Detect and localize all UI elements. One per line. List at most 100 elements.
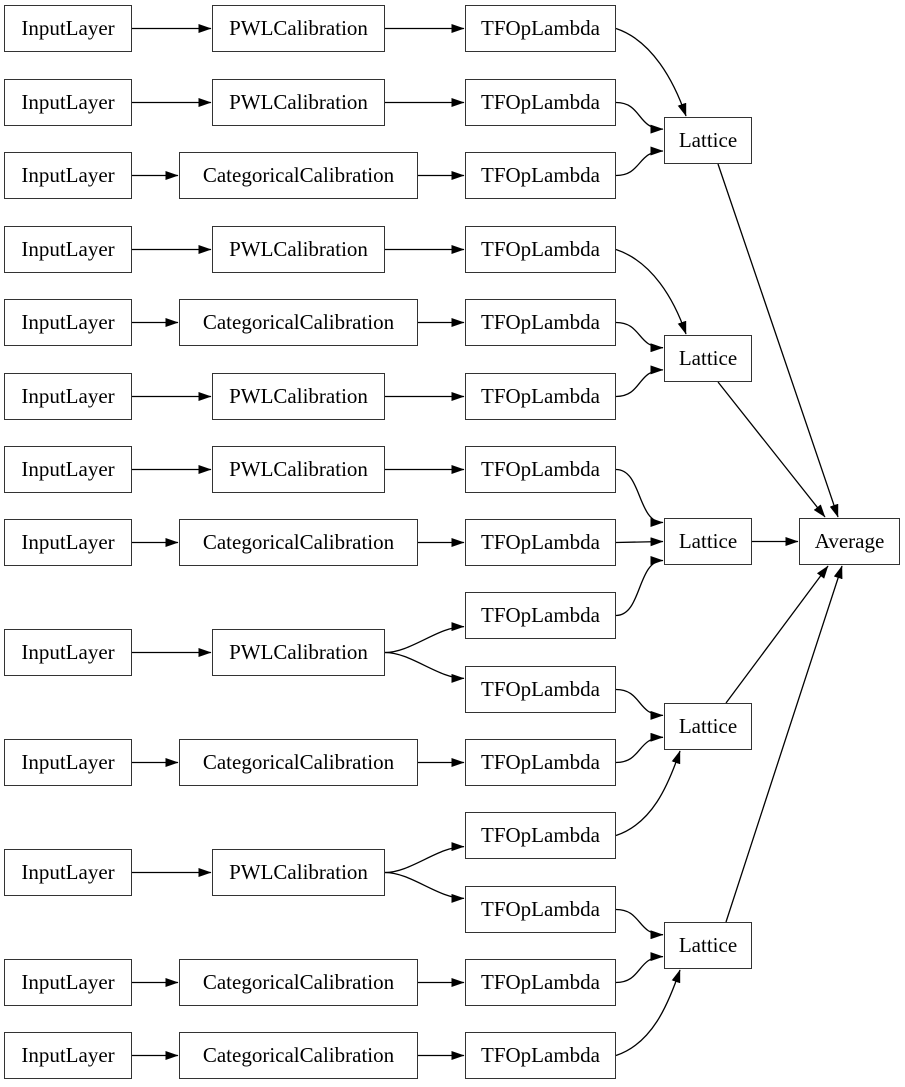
pwl-calibration-node-cal1: PWLCalibration	[212, 5, 385, 52]
lattice-node-lat2: Lattice	[664, 335, 752, 382]
edge-lat1-avg	[717, 163, 839, 518]
tfop-lambda-node-tf6: TFOpLambda	[465, 373, 616, 420]
node-label: PWLCalibration	[229, 384, 368, 408]
input-layer-node-in4: InputLayer	[4, 226, 132, 273]
edge-lat4-avg	[725, 565, 829, 704]
input-layer-node-in1: InputLayer	[4, 5, 132, 52]
edge-lat5-avg	[725, 565, 843, 923]
node-label: CategoricalCalibration	[202, 163, 395, 187]
node-label: Average	[814, 529, 885, 553]
node-label: TFOpLambda	[481, 603, 600, 627]
node-label: InputLayer	[21, 457, 115, 481]
tfop-lambda-node-tf11: TFOpLambda	[465, 739, 616, 786]
edge-tf6-lat2	[615, 365, 664, 398]
edge-tf10-lat4	[615, 688, 664, 720]
edge-tf5-lat2	[615, 321, 664, 353]
node-label: InputLayer	[21, 16, 115, 40]
node-label: TFOpLambda	[481, 237, 600, 261]
average-node-avg: Average	[799, 518, 900, 565]
edge-cal9-tf10	[384, 651, 465, 683]
lattice-node-lat5: Lattice	[664, 922, 752, 969]
edge-tf7-lat3	[615, 468, 664, 527]
node-label: TFOpLambda	[481, 310, 600, 334]
node-label: PWLCalibration	[229, 16, 368, 40]
tfop-lambda-node-tf7: TFOpLambda	[465, 446, 616, 493]
tfop-lambda-node-tf8: TFOpLambda	[465, 519, 616, 566]
node-label: Lattice	[678, 933, 738, 957]
node-label: CategoricalCalibration	[202, 750, 395, 774]
input-layer-node-in5: InputLayer	[4, 299, 132, 346]
node-label: InputLayer	[21, 860, 115, 884]
tfop-lambda-node-tf5: TFOpLambda	[465, 299, 616, 346]
node-label: TFOpLambda	[481, 970, 600, 994]
edge-cal11-tf13	[384, 871, 465, 903]
node-label: InputLayer	[21, 970, 115, 994]
pwl-calibration-node-cal11: PWLCalibration	[212, 849, 385, 896]
node-label: TFOpLambda	[481, 530, 600, 554]
tfop-lambda-node-tf14: TFOpLambda	[465, 959, 616, 1006]
edge-lat2-avg	[717, 381, 826, 518]
edge-tf15-lat5	[615, 969, 681, 1057]
node-label: PWLCalibration	[229, 640, 368, 664]
pwl-calibration-node-cal4: PWLCalibration	[212, 226, 385, 273]
node-label: InputLayer	[21, 750, 115, 774]
node-label: TFOpLambda	[481, 384, 600, 408]
node-label: TFOpLambda	[481, 677, 600, 701]
node-label: CategoricalCalibration	[202, 310, 395, 334]
input-layer-node-in9: InputLayer	[4, 629, 132, 676]
tfop-lambda-node-tf2: TFOpLambda	[465, 79, 616, 126]
node-label: PWLCalibration	[229, 457, 368, 481]
categorical-calibration-node-cal8: CategoricalCalibration	[179, 519, 418, 566]
node-label: CategoricalCalibration	[202, 530, 395, 554]
categorical-calibration-node-cal13: CategoricalCalibration	[179, 1032, 418, 1079]
pwl-calibration-node-cal7: PWLCalibration	[212, 446, 385, 493]
edge-tf2-lat1	[615, 101, 664, 134]
node-label: Lattice	[678, 128, 738, 152]
tfop-lambda-node-tf1: TFOpLambda	[465, 5, 616, 52]
edge-tf1-lat1	[615, 27, 687, 117]
categorical-calibration-node-cal5: CategoricalCalibration	[179, 299, 418, 346]
edge-tf9-lat3	[615, 556, 664, 617]
lattice-node-lat3: Lattice	[664, 518, 752, 565]
input-layer-node-in2: InputLayer	[4, 79, 132, 126]
pwl-calibration-node-cal9: PWLCalibration	[212, 629, 385, 676]
node-label: TFOpLambda	[481, 90, 600, 114]
tfop-lambda-node-tf12: TFOpLambda	[465, 812, 616, 859]
tfop-lambda-node-tf13: TFOpLambda	[465, 886, 616, 933]
node-label: TFOpLambda	[481, 750, 600, 774]
node-label: Lattice	[678, 346, 738, 370]
input-layer-node-in10: InputLayer	[4, 739, 132, 786]
node-label: InputLayer	[21, 90, 115, 114]
node-label: InputLayer	[21, 530, 115, 554]
node-label: PWLCalibration	[229, 237, 368, 261]
edge-cal11-tf12	[384, 842, 465, 874]
node-label: InputLayer	[21, 1043, 115, 1067]
tfop-lambda-node-tf9: TFOpLambda	[465, 592, 616, 639]
node-label: Lattice	[678, 714, 738, 738]
categorical-calibration-node-cal3: CategoricalCalibration	[179, 152, 418, 199]
node-label: TFOpLambda	[481, 823, 600, 847]
tfop-lambda-node-tf3: TFOpLambda	[465, 152, 616, 199]
lattice-node-lat4: Lattice	[664, 703, 752, 750]
input-layer-node-in6: InputLayer	[4, 373, 132, 420]
pwl-calibration-node-cal6: PWLCalibration	[212, 373, 385, 420]
node-label: TFOpLambda	[481, 1043, 600, 1067]
tfop-lambda-node-tf15: TFOpLambda	[465, 1032, 616, 1079]
node-label: PWLCalibration	[229, 90, 368, 114]
node-label: Lattice	[678, 529, 738, 553]
input-layer-node-in11: InputLayer	[4, 849, 132, 896]
node-label: InputLayer	[21, 384, 115, 408]
categorical-calibration-node-cal12: CategoricalCalibration	[179, 959, 418, 1006]
node-label: TFOpLambda	[481, 457, 600, 481]
pwl-calibration-node-cal2: PWLCalibration	[212, 79, 385, 126]
node-label: InputLayer	[21, 163, 115, 187]
input-layer-node-in8: InputLayer	[4, 519, 132, 566]
lattice-node-lat1: Lattice	[664, 117, 752, 164]
input-layer-node-in3: InputLayer	[4, 152, 132, 199]
node-label: TFOpLambda	[481, 163, 600, 187]
tfop-lambda-node-tf10: TFOpLambda	[465, 666, 616, 713]
edge-tf12-lat4	[615, 750, 681, 837]
node-label: InputLayer	[21, 310, 115, 334]
